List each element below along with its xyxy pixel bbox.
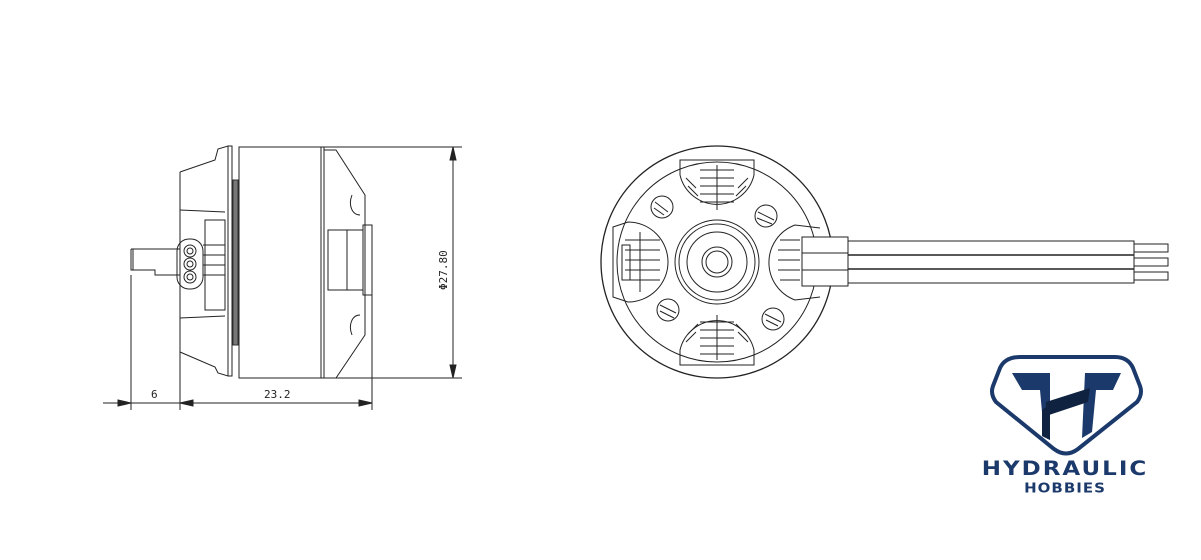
lead-wire <box>847 268 1135 284</box>
brand-logo-emblem <box>990 355 1143 456</box>
dimension-shaft-length: 6 <box>151 388 158 401</box>
mounting-holes <box>650 195 785 331</box>
diameter-dimension <box>324 146 462 379</box>
brand-name-line2: HOBBIES <box>1024 480 1106 497</box>
lead-wire <box>847 254 1135 270</box>
dimension-diameter: Φ27.80 <box>437 250 450 290</box>
stator-pad-left <box>612 221 669 303</box>
rear-mount <box>179 145 233 377</box>
dimension-body-length: 23.2 <box>264 388 291 401</box>
stator-pad-right <box>768 224 821 301</box>
brand-name-line1: HYDRAULIC <box>981 458 1149 481</box>
lead-tip <box>1133 243 1169 253</box>
length-dimensions <box>103 275 373 410</box>
winding-strip <box>232 179 239 346</box>
lead-connector <box>801 236 849 287</box>
motor-side-view <box>103 145 462 410</box>
connector <box>176 238 225 290</box>
front-bell <box>324 149 373 379</box>
lead-tip <box>1133 271 1169 281</box>
shaft <box>130 248 180 276</box>
bell-body <box>238 146 322 379</box>
motor-front-view <box>600 145 834 379</box>
stator-pad-bottom <box>679 315 755 366</box>
stator-pad-top <box>679 159 755 210</box>
lead-tip <box>1133 257 1169 267</box>
motor-leads <box>801 236 1169 287</box>
lead-wire <box>847 240 1135 256</box>
